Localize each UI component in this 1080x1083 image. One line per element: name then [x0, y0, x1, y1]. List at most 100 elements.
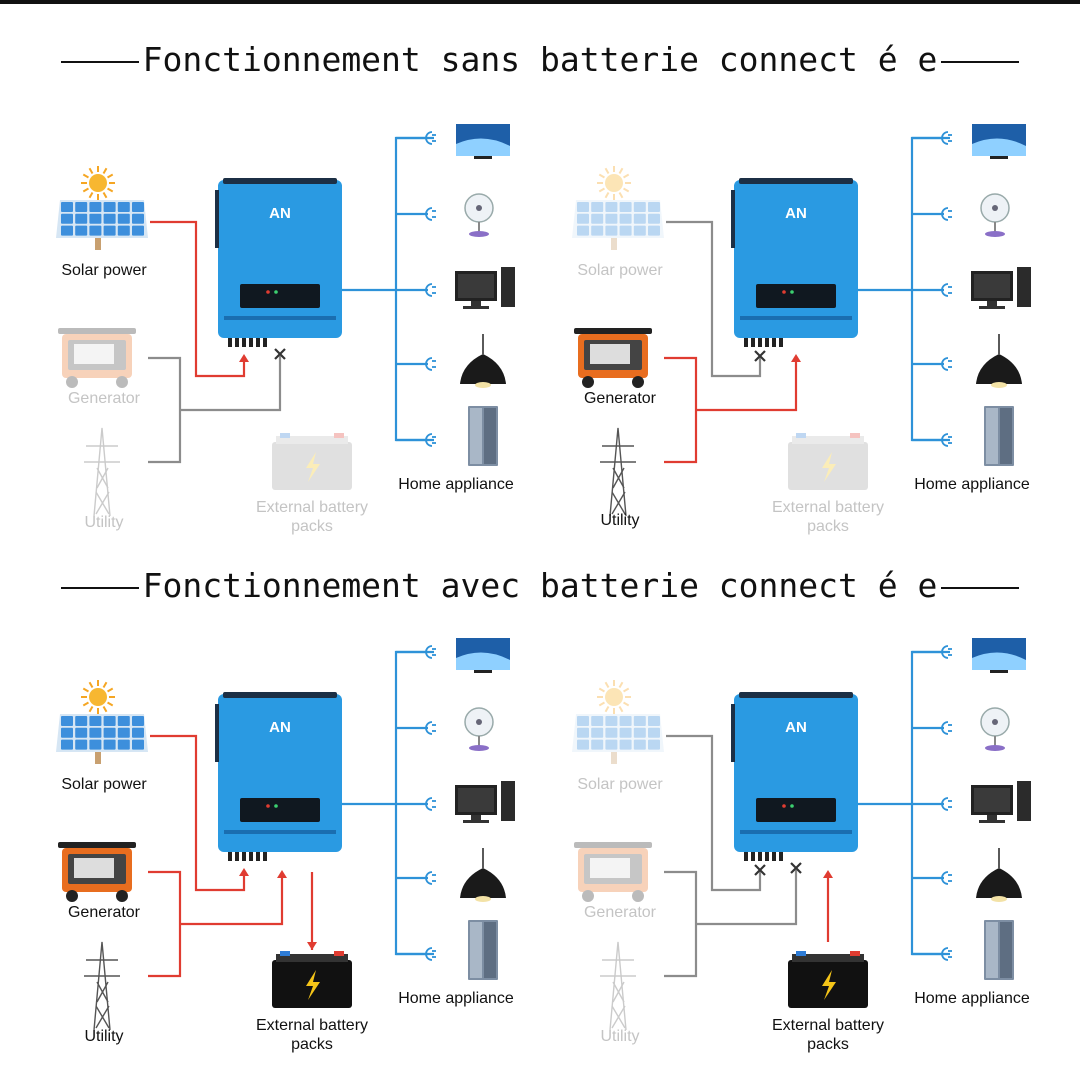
computer-icon: [455, 781, 515, 823]
disconnect-x-icon: [754, 864, 766, 876]
pendant-lamp-icon: [976, 334, 1022, 388]
refrigerator-icon: [468, 920, 498, 980]
title-with-battery: Fonctionnement avec batterie connect é e: [0, 566, 1080, 605]
plug-icon: [425, 283, 436, 297]
home-label: Home appliance: [914, 990, 1030, 1007]
fan-icon: [464, 193, 494, 237]
generator-label: Generator: [583, 390, 657, 407]
diagram-svg: AN: [572, 124, 1031, 517]
tv-icon: [456, 124, 510, 159]
generator-icon: [574, 328, 652, 388]
diagram-svg: AN: [56, 124, 515, 517]
generator-icon: [58, 842, 136, 902]
title-rule-left: [60, 586, 139, 589]
inverter-logo: AN: [269, 205, 291, 222]
fan-icon: [980, 193, 1010, 237]
utility-tower-icon: [84, 427, 120, 517]
inverter-display: [240, 284, 320, 308]
inverter-logo: AN: [785, 205, 807, 222]
grid-feed-line: [696, 870, 798, 926]
plug-icon: [425, 721, 436, 735]
solar-label: Solar power: [577, 776, 663, 793]
plug-icon: [425, 797, 436, 811]
arrow-head: [823, 870, 833, 878]
arrow-head: [307, 942, 317, 950]
inverter-icon: AN: [215, 692, 342, 861]
battery-icon: [788, 951, 868, 1008]
disconnect-x-icon: [274, 348, 286, 360]
arrow-head: [239, 868, 249, 876]
inverter-display: [240, 798, 320, 822]
plug-icon: [941, 283, 952, 297]
solar-panel-icon: [572, 166, 664, 250]
solar-panel-icon: [56, 166, 148, 250]
battery-icon: [272, 951, 352, 1008]
plug-icon: [425, 433, 436, 447]
plug-icon: [941, 357, 952, 371]
disconnect-x-icon: [754, 350, 766, 362]
solar-panel-icon: [56, 680, 148, 764]
grid-line: [664, 356, 698, 464]
sun-icon: [81, 680, 115, 714]
solar-line: [666, 220, 762, 378]
plug-icon: [425, 947, 436, 961]
utility-label: Utility: [84, 1028, 124, 1045]
plug-icon: [941, 433, 952, 447]
diagram-svg: AN: [56, 638, 515, 1031]
refrigerator-icon: [984, 406, 1014, 466]
battery-icon: [272, 433, 352, 490]
plug-icon: [941, 645, 952, 659]
grid-feed-line: [180, 876, 284, 926]
arrow-head: [239, 354, 249, 362]
home-label: Home appliance: [398, 476, 514, 493]
disconnect-x-icon: [790, 862, 802, 874]
inverter-logo: AN: [269, 719, 291, 736]
title-text: Fonctionnement avec batterie connect é e: [142, 566, 938, 605]
title-rule-right: [941, 60, 1020, 63]
solar-line: [150, 734, 246, 892]
battery-icon: [788, 433, 868, 490]
sun-icon: [81, 166, 115, 200]
title-without-battery: Fonctionnement sans batterie connect é e: [0, 40, 1080, 79]
solar-panel-icon: [572, 680, 664, 764]
solar-line: [666, 734, 762, 892]
grid-line: [148, 870, 182, 978]
plug-icon: [425, 871, 436, 885]
title-rule-right: [941, 586, 1020, 589]
generator-icon: [574, 842, 652, 902]
tv-icon: [456, 638, 510, 673]
refrigerator-icon: [984, 920, 1014, 980]
sun-icon: [597, 166, 631, 200]
home-label: Home appliance: [398, 990, 514, 1007]
solar-label: Solar power: [61, 262, 147, 279]
generator-label: Generator: [67, 904, 141, 921]
arrow-head: [277, 870, 287, 878]
inverter-icon: AN: [731, 692, 858, 861]
utility-tower-icon: [600, 941, 636, 1031]
refrigerator-icon: [468, 406, 498, 466]
top-border: [0, 0, 1080, 4]
grid-feed-line: [696, 356, 798, 412]
plug-icon: [941, 131, 952, 145]
solar-label: Solar power: [577, 262, 663, 279]
inverter-icon: AN: [731, 178, 858, 347]
plug-icon: [425, 645, 436, 659]
generator-icon: [58, 328, 136, 388]
battery-label: External battery packs: [255, 1017, 369, 1053]
inverter-display: [756, 798, 836, 822]
tv-icon: [972, 638, 1026, 673]
inverter-icon: AN: [215, 178, 342, 347]
solar-label: Solar power: [61, 776, 147, 793]
pendant-lamp-icon: [460, 848, 506, 902]
computer-icon: [455, 267, 515, 309]
title-text: Fonctionnement sans batterie connect é e: [142, 40, 938, 79]
fan-icon: [464, 707, 494, 751]
plug-icon: [941, 797, 952, 811]
plug-icon: [425, 357, 436, 371]
pendant-lamp-icon: [976, 848, 1022, 902]
plug-icon: [941, 721, 952, 735]
